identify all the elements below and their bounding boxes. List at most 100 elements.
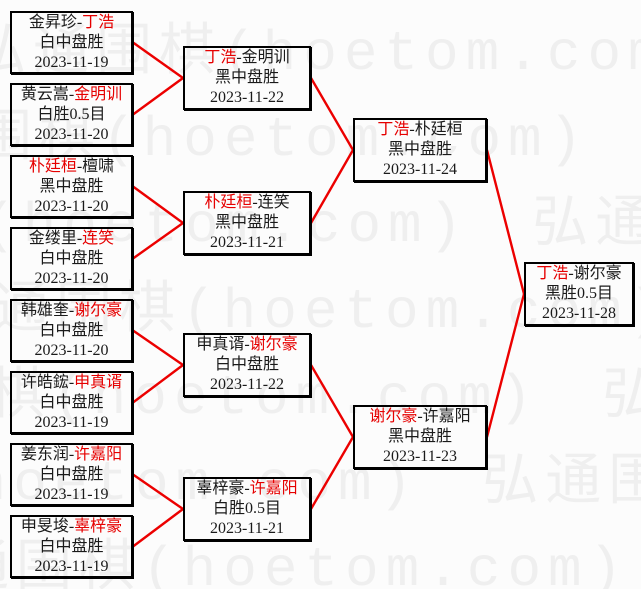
- players-dash: -: [68, 373, 75, 391]
- loser-name: 谢尔豪: [573, 265, 622, 282]
- match-players: 丁浩-朴廷桓: [377, 120, 462, 140]
- match-players: 谢尔豪-许嘉阳: [369, 407, 470, 427]
- loser-name: 许嘉阳: [422, 408, 471, 425]
- players-dash: -: [68, 85, 75, 103]
- connector-line: [131, 185, 185, 225]
- match-players: 丁浩-金明训: [204, 48, 289, 68]
- players-dash: -: [244, 480, 250, 497]
- players-dash: -: [417, 408, 423, 425]
- winner-name: 丁浩: [204, 49, 237, 66]
- match-players: 辜梓豪-许嘉阳: [196, 479, 297, 499]
- match-players: 韩雄奎-谢尔豪: [21, 301, 122, 321]
- loser-name: 朴廷桓: [414, 121, 463, 138]
- match-result: 白中盘胜: [39, 33, 104, 51]
- winner-name: 连笑: [82, 229, 115, 247]
- connector-line: [485, 148, 526, 296]
- match-box-round-of-16-8: 申旻埈-辜梓豪白中盘胜 2023-11-19: [10, 515, 133, 578]
- loser-name: 金明训: [241, 49, 290, 66]
- players-dash: -: [68, 301, 75, 319]
- players-dash: -: [244, 336, 250, 353]
- match-players: 黄云嵩-金明训: [21, 85, 122, 105]
- connector-line: [309, 76, 355, 152]
- winner-name: 申真谞: [74, 373, 123, 391]
- loser-name: 金昇珍: [28, 13, 77, 31]
- loser-name: 韩雄奎: [20, 301, 69, 319]
- players-dash: -: [76, 157, 83, 175]
- match-result: 白中盘胜: [39, 249, 104, 267]
- match-players: 丁浩-谢尔豪: [536, 264, 621, 284]
- connector-line: [309, 363, 355, 439]
- match-date: 2023-11-22: [209, 89, 285, 106]
- match-date: 2023-11-19: [34, 413, 109, 431]
- winner-name: 丁浩: [82, 13, 115, 31]
- match-result: 黑中盘胜: [387, 428, 452, 445]
- match-date: 2023-11-20: [34, 197, 109, 215]
- winner-name: 朴廷桓: [28, 157, 77, 175]
- match-players: 金缕里-连笑: [29, 229, 114, 249]
- match-date: 2023-11-22: [209, 376, 285, 393]
- match-players: 申旻埈-辜梓豪: [21, 517, 122, 537]
- players-dash: -: [568, 265, 574, 282]
- players-dash: -: [236, 49, 242, 66]
- match-result: 白中盘胜: [39, 393, 104, 411]
- players-dash: -: [76, 13, 83, 31]
- loser-name: 金缕里: [28, 229, 77, 247]
- connector-line: [131, 221, 185, 260]
- match-date: 2023-11-23: [382, 448, 458, 465]
- match-result: 白中盘胜: [39, 537, 104, 555]
- match-box-quarterfinals-4: 辜梓豪-许嘉阳白胜0.5目 2023-11-21: [183, 477, 311, 541]
- connector-line: [309, 435, 355, 511]
- match-players: 许皓鋐-申真谞: [21, 373, 122, 393]
- loser-name: 连笑: [257, 194, 290, 211]
- match-result: 白中盘胜: [39, 321, 104, 339]
- match-result: 白胜0.5目: [212, 500, 281, 517]
- match-result: 黑中盘胜: [39, 177, 104, 195]
- match-date: 2023-11-20: [34, 341, 109, 359]
- match-date: 2023-11-19: [34, 53, 109, 71]
- winner-name: 许嘉阳: [249, 480, 298, 497]
- winner-name: 谢尔豪: [74, 301, 123, 319]
- match-players: 金昇珍-丁浩: [29, 13, 114, 33]
- winner-name: 朴廷桓: [204, 194, 253, 211]
- match-date: 2023-11-19: [34, 557, 109, 575]
- players-dash: -: [252, 194, 258, 211]
- match-box-round-of-16-2: 黄云嵩-金明训白胜0.5目 2023-11-20: [10, 83, 133, 146]
- match-date: 2023-11-21: [209, 520, 285, 537]
- match-date: 2023-11-20: [34, 269, 109, 287]
- match-result: 白胜0.5目: [37, 105, 106, 123]
- match-result: 黑中盘胜: [214, 69, 279, 86]
- players-dash: -: [68, 517, 75, 535]
- connector-line: [309, 148, 355, 225]
- match-box-round-of-16-6: 许皓鋐-申真谞白中盘胜 2023-11-19: [10, 371, 133, 434]
- match-date: 2023-11-20: [34, 125, 109, 143]
- connector-line: [131, 329, 185, 367]
- match-result: 黑胜0.5目: [544, 285, 613, 302]
- connector-line: [485, 292, 526, 439]
- match-result: 黑中盘胜: [214, 214, 279, 231]
- match-box-round-of-16-4: 金缕里-连笑白中盘胜 2023-11-20: [10, 227, 133, 290]
- match-result: 白中盘胜: [39, 465, 104, 483]
- players-dash: -: [409, 121, 415, 138]
- players-dash: -: [68, 445, 75, 463]
- winner-name: 丁浩: [536, 265, 569, 282]
- loser-name: 黄云嵩: [20, 85, 69, 103]
- loser-name: 申旻埈: [20, 517, 69, 535]
- connector-line: [131, 507, 185, 548]
- winner-name: 谢尔豪: [249, 336, 298, 353]
- match-players: 申真谞-谢尔豪: [196, 335, 297, 355]
- connector-line: [131, 473, 185, 511]
- match-box-round-of-16-3: 朴廷桓-檀啸黑中盘胜 2023-11-20: [10, 155, 133, 218]
- match-players: 姜东润-许嘉阳: [21, 445, 122, 465]
- connector-line: [131, 41, 185, 80]
- match-players: 朴廷桓-檀啸: [29, 157, 114, 177]
- match-date: 2023-11-28: [541, 305, 617, 322]
- match-result: 黑中盘胜: [387, 141, 452, 158]
